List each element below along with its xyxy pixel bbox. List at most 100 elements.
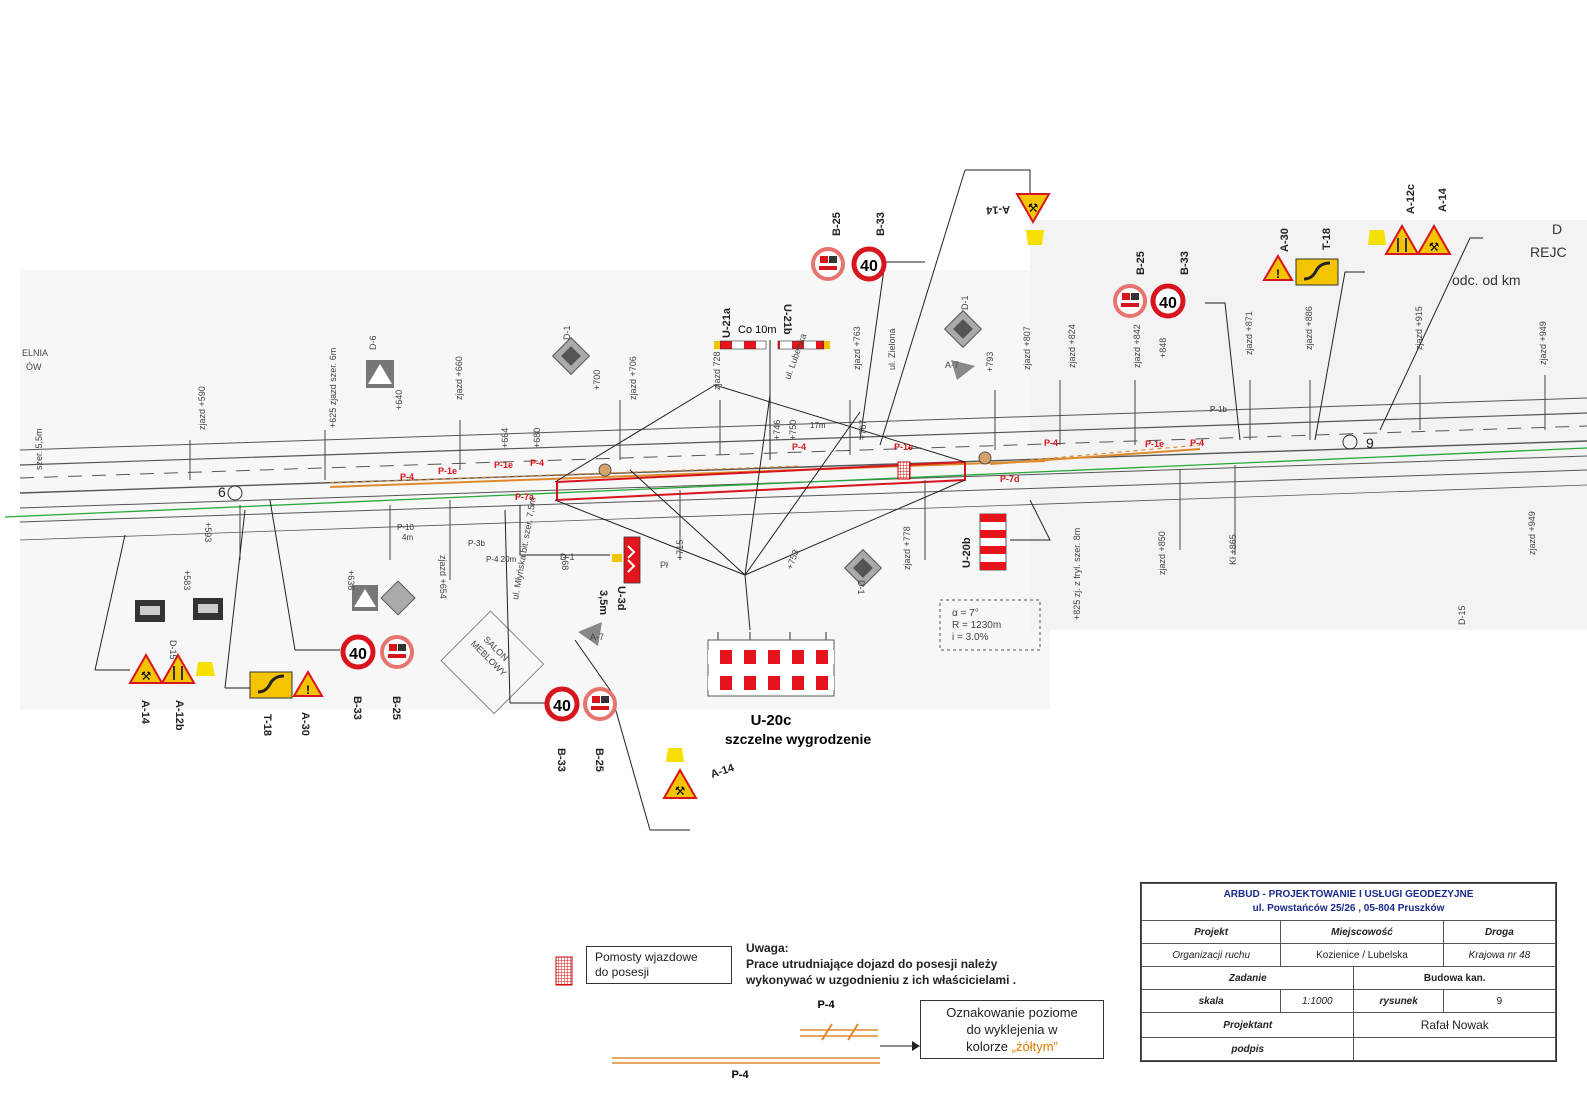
marking-p4: P-4 [400,472,414,482]
label-u20b: U-20b [961,537,973,568]
a7-sign-2 [951,360,975,380]
station-label: +625 zjazd szer. 6m [328,348,338,428]
warning-light-2 [666,748,684,762]
station-label: +700 [592,370,602,390]
speed-limit-value: 40 [349,646,367,663]
label-b25: B-25 [1135,251,1147,275]
warning-light-3 [1026,230,1044,245]
sign-caption: A-7 [590,632,604,642]
station-label: zjazd +949 [1527,511,1537,555]
legend-p4-label: P-4 [817,999,835,1011]
a7-sign-1 [578,622,602,646]
projekt-value: Organizacji ruchu [1140,943,1282,968]
sheet-header-text: odc. od km [1452,272,1520,288]
note-title: Uwaga: [746,941,789,955]
speed-limit-sign-4: 40 [544,686,580,722]
marking-p1e: P-1e [1145,439,1164,449]
d1-sign-1 [551,336,591,376]
warning-sign-a30-1: ! [292,670,324,697]
label-fence: szczelne wygrodzenie [725,731,871,747]
street-label: ul. Zielona [887,328,897,370]
detour-sign-t18-2 [1295,258,1339,286]
station-label: +715 [675,540,685,560]
marking-p4-20m: P-4 20m [486,555,517,564]
legend-marking-line3: kolorze [966,1039,1012,1054]
speed-limit-sign-3: 40 [340,634,376,670]
label-a12b: A-12b [173,700,185,731]
sign-caption: D-1 [960,295,970,310]
station-label: +680 [532,428,542,448]
tree-1 [598,463,612,477]
legend-platform-icon [555,956,573,986]
label-u21b: U-21b [781,304,793,335]
driveway-platform [897,461,911,480]
company-name: ARBUD - PROJEKTOWANIE I USŁUGI GEODEZYJN… [1223,889,1474,901]
road-axis-line [4,447,1587,518]
legend-marking-line2: do wyklejenia w [966,1022,1058,1037]
km-post-6 [227,485,243,501]
plan-sheet-left [20,270,1050,710]
marking-p4: P-4 [530,458,544,468]
label-b33: B-33 [1179,251,1191,275]
station-label: zjazd +590 [197,386,207,430]
barrier-u3d [612,536,641,584]
sign-caption: D-15 [1457,605,1467,625]
svg-text:!: ! [1276,267,1280,281]
label-a30: A-30 [299,712,311,736]
label-17m: 17m [810,421,826,430]
marking-p10: P-10 [397,523,414,532]
d6-sign-2 [352,585,378,611]
podpis-label: podpis [1140,1037,1355,1061]
narrowing-sign-a12c [1384,223,1420,255]
d1-sign-4 [380,580,416,616]
sheet-header-text: REJC [1530,244,1567,260]
company-header: ARBUD - PROJEKTOWANIE I USŁUGI GEODEZYJN… [1141,882,1556,922]
label-a14: A-14 [709,762,736,781]
company-address: ul. Powstańców 25/26 , 05-804 Pruszków [1252,903,1445,915]
no-overtaking-sign-2 [1113,284,1147,318]
station-label: +825 zj. z fryl. szer. 8m [1072,528,1082,620]
warning-light [196,662,215,676]
sign-caption: D-1 [856,580,866,595]
marking-p3b: P-3b [468,539,485,548]
km-post-label: 6 [218,484,226,500]
station-label: +848 [1158,338,1168,358]
station-label: zjazd +850 [1157,531,1167,575]
orange-markings [329,444,1201,488]
droga-label: Droga [1442,920,1557,945]
d1-sign-2 [943,309,983,349]
station-label: +68 [560,555,570,570]
narrowing-sign-a12b [160,652,196,684]
label-a30: A-30 [1279,228,1291,252]
leader-lines [94,169,1483,831]
marking-p7a: P-7a [515,492,535,502]
droga-value: Krajowa nr 48 [1442,943,1557,968]
station-label: +636 [346,570,356,590]
station-label: +793 [985,352,995,372]
marking-p4: P-4 [792,442,806,452]
svg-text:ELNIA: ELNIA [22,348,48,358]
work-note: Uwaga: Prace utrudniające dojazd do pose… [746,940,1016,988]
km-post-label: 9 [1366,435,1374,451]
label-a14: A-14 [985,203,1010,216]
legend-p4-sample-1 [800,1023,878,1041]
zadanie-label: Zadanie [1140,966,1355,991]
svg-text:i = 3.0%: i = 3.0% [952,632,989,643]
warning-light-4 [1368,230,1386,245]
svg-text:!: ! [306,683,310,697]
d15-signs [135,598,223,622]
label-u21a: U-21a [721,307,733,338]
sign-caption: D-15 [168,640,178,660]
barrier-u20c [707,632,835,697]
station-label: +750 [788,420,798,440]
label-b33: B-33 [351,696,363,720]
station-label: zjazd +778 [902,526,912,570]
station-label: zjazd +763 [852,326,862,370]
marking-p1b: P-1b [1210,405,1227,414]
station-label: zjazd +842 [1132,324,1142,368]
speed-limit-value: 40 [1159,295,1177,312]
warning-sign-a30-2: ! [1262,254,1294,281]
label-b33: B-33 [875,212,887,236]
marking-p1e: P-1e [494,460,513,470]
